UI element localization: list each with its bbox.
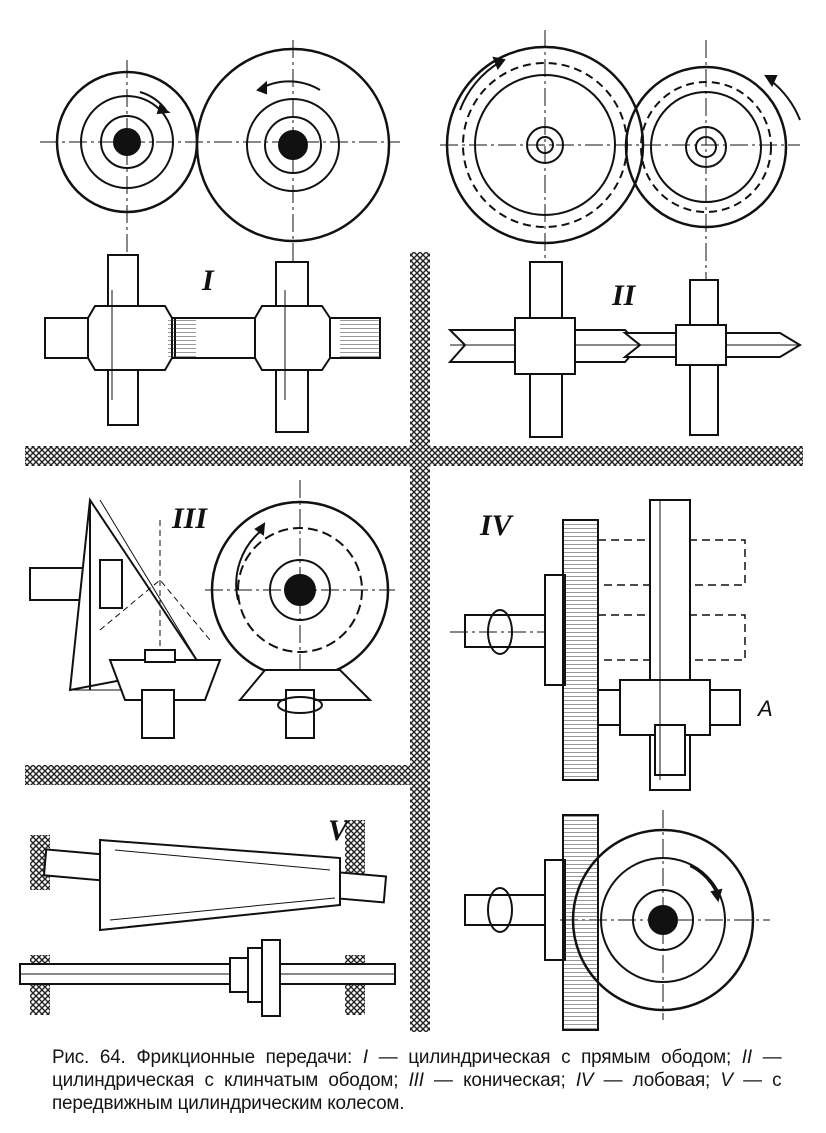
rotation-arrow-icon <box>277 696 323 714</box>
rotation-arrow-icon <box>764 75 778 88</box>
side-view-II <box>447 261 802 438</box>
caption-num-V: V <box>720 1069 733 1091</box>
side-view-I <box>44 254 381 433</box>
panel-II-cylindrical-wedge-rim: II <box>440 30 802 438</box>
figure-caption: Рис. 64. Фрикционные передачи: I — цилин… <box>52 1046 782 1115</box>
caption-num-II: II <box>741 1046 752 1068</box>
caption-num-III: III <box>408 1069 424 1091</box>
rotation-arrow-icon <box>492 56 506 71</box>
panel-III-conical: III <box>29 480 395 740</box>
rotation-arrow-icon <box>710 888 723 903</box>
wheel-right-front-view <box>624 65 801 229</box>
friction-gears-figure: I II <box>19 30 803 1032</box>
face-wheel-views-lower-right <box>464 810 770 1031</box>
caption-num-I: I <box>362 1046 368 1068</box>
label-A: A <box>756 696 773 721</box>
rotation-arrow-icon <box>254 522 266 536</box>
rotation-arrow-icon <box>487 887 513 933</box>
panel-V-movable-cylindrical-wheel: V <box>19 814 396 1017</box>
caption-text-II: — цилиндрическая с клинчатым ободом; <box>52 1046 782 1091</box>
caption-num-IV: IV <box>575 1069 594 1091</box>
label-IV: IV <box>479 509 515 542</box>
label-III: III <box>171 502 208 535</box>
hatched-divider-vertical <box>410 252 430 1032</box>
conical-wheel-front-view <box>205 480 395 740</box>
hatched-divider-horizontal-bottom <box>25 765 410 785</box>
caption-text-I: — цилиндрическая с прямым ободом; <box>367 1046 742 1068</box>
panel-IV-face: IV A <box>450 499 773 791</box>
caption-text-IV: — лобовая; <box>593 1069 721 1091</box>
panel-I-cylindrical-straight-rim: I <box>40 40 400 433</box>
caption-text-V: — с передвижным цилиндрическим колесом. <box>52 1069 782 1114</box>
rotation-arrow-icon <box>256 80 267 95</box>
label-I: I <box>201 264 215 297</box>
rotation-arrow-icon <box>156 104 171 115</box>
caption-prefix: Рис. 64. Фрикционные передачи: <box>52 1046 363 1068</box>
caption-text-III: — коническая; <box>423 1069 576 1091</box>
label-V: V <box>328 814 351 847</box>
label-II: II <box>611 279 637 312</box>
cone-drum <box>99 838 341 932</box>
